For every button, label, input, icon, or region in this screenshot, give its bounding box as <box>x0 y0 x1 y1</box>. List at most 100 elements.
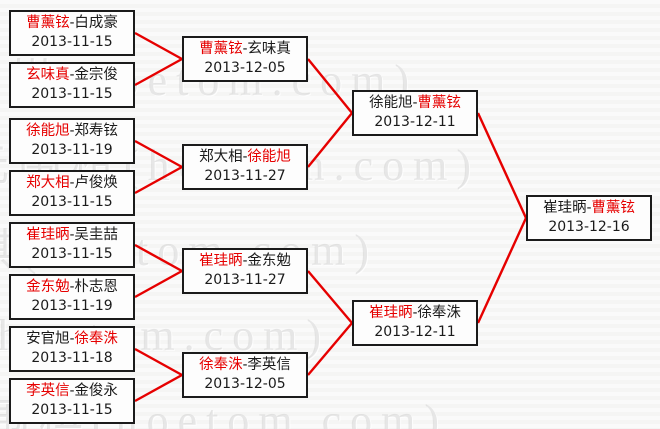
player-name-loser: 白成豪 <box>74 14 118 31</box>
player-name-loser: 吴圭喆 <box>74 226 118 243</box>
connector-line <box>134 57 183 87</box>
match-date: 2013-11-27 <box>204 272 286 289</box>
players-separator: - <box>412 304 418 321</box>
players-separator: - <box>412 94 418 111</box>
players-separator: - <box>69 278 75 295</box>
match-date: 2013-12-05 <box>204 60 286 77</box>
connector-line <box>307 322 353 376</box>
connector-line <box>476 217 528 324</box>
player-name-winner: 曹薰铉 <box>26 14 70 31</box>
players-separator: - <box>242 40 248 57</box>
players-separator: - <box>69 226 75 243</box>
match-players: 安官旭-徐奉洙 <box>26 330 118 350</box>
connector-line <box>134 269 183 299</box>
player-name-loser: 郑寿铉 <box>74 122 118 139</box>
player-name-winner: 徐奉洙 <box>74 330 118 347</box>
player-name-loser: 玄味真 <box>247 40 291 57</box>
match-date: 2013-11-15 <box>31 246 113 263</box>
match-players: 郑大相-卢俊焕 <box>26 174 118 194</box>
match-date: 2013-11-15 <box>31 86 113 103</box>
player-name-winner: 徐能旭 <box>247 148 291 165</box>
players-separator: - <box>69 174 75 191</box>
match-date: 2013-11-27 <box>204 168 286 185</box>
player-name-winner: 曹薰铉 <box>591 199 635 216</box>
player-name-winner: 曹薰铉 <box>417 94 461 111</box>
player-name-loser: 徐能旭 <box>369 94 413 111</box>
match-players: 郑大相-徐能旭 <box>199 148 291 168</box>
connector-line <box>307 58 353 114</box>
player-name-winner: 玄味真 <box>26 66 70 83</box>
match-players: 崔珪昞-徐奉洙 <box>369 304 461 324</box>
player-name-loser: 徐奉洙 <box>417 304 461 321</box>
players-separator: - <box>69 122 75 139</box>
match-players: 徐能旭-郑寿铉 <box>26 122 118 142</box>
match-date: 2013-11-15 <box>31 194 113 211</box>
connector-line <box>134 31 183 61</box>
players-separator: - <box>69 14 75 31</box>
players-separator: - <box>69 382 75 399</box>
player-name-winner: 徐奉洙 <box>199 356 243 373</box>
match-players: 徐奉洙-李英信 <box>199 356 291 376</box>
player-name-loser: 安官旭 <box>26 330 70 347</box>
match-players: 曹薰铉-玄味真 <box>199 40 291 60</box>
connector-line <box>134 165 183 195</box>
match-players: 崔珪昞-金东勉 <box>199 252 291 272</box>
match-players: 李英信-金俊永 <box>26 382 118 402</box>
player-name-winner: 崔珪昞 <box>199 252 243 269</box>
match-date: 2013-11-19 <box>31 298 113 315</box>
player-name-loser: 金宗俊 <box>74 66 118 83</box>
match-players: 玄味真-金宗俊 <box>26 66 118 86</box>
match-date: 2013-11-18 <box>31 350 113 367</box>
connector-line <box>476 112 528 219</box>
players-separator: - <box>242 252 248 269</box>
player-name-winner: 徐能旭 <box>26 122 70 139</box>
player-name-winner: 崔珪昞 <box>26 226 70 243</box>
connector-line <box>134 139 183 169</box>
players-separator: - <box>69 330 75 347</box>
players-separator: - <box>242 356 248 373</box>
connector-line <box>134 243 183 273</box>
players-separator: - <box>69 66 75 83</box>
player-name-winner: 李英信 <box>26 382 70 399</box>
match-date: 2013-12-16 <box>548 219 630 236</box>
player-name-loser: 金俊永 <box>74 382 118 399</box>
player-name-loser: 李英信 <box>247 356 291 373</box>
connector-line <box>134 373 183 403</box>
match-players: 金东勉-朴志恩 <box>26 278 118 298</box>
player-name-loser: 朴志恩 <box>74 278 118 295</box>
connector-line <box>134 347 183 377</box>
match-date: 2013-11-15 <box>31 402 113 419</box>
player-name-loser: 金东勉 <box>247 252 291 269</box>
match-date: 2013-11-15 <box>31 34 113 51</box>
connector-line <box>307 270 353 324</box>
match-date: 2013-11-19 <box>31 142 113 159</box>
players-separator: - <box>586 199 592 216</box>
match-date: 2013-12-05 <box>204 376 286 393</box>
player-name-winner: 郑大相 <box>26 174 70 191</box>
player-name-loser: 崔珪昞 <box>543 199 587 216</box>
player-name-winner: 金东勉 <box>26 278 70 295</box>
match-players: 崔珪昞-曹薰铉 <box>543 199 635 219</box>
player-name-loser: 卢俊焕 <box>74 174 118 191</box>
players-separator: - <box>242 148 248 165</box>
match-players: 徐能旭-曹薰铉 <box>369 94 461 114</box>
player-name-winner: 曹薰铉 <box>199 40 243 57</box>
match-players: 曹薰铉-白成豪 <box>26 14 118 34</box>
match-players: 崔珪昞-吴圭喆 <box>26 226 118 246</box>
